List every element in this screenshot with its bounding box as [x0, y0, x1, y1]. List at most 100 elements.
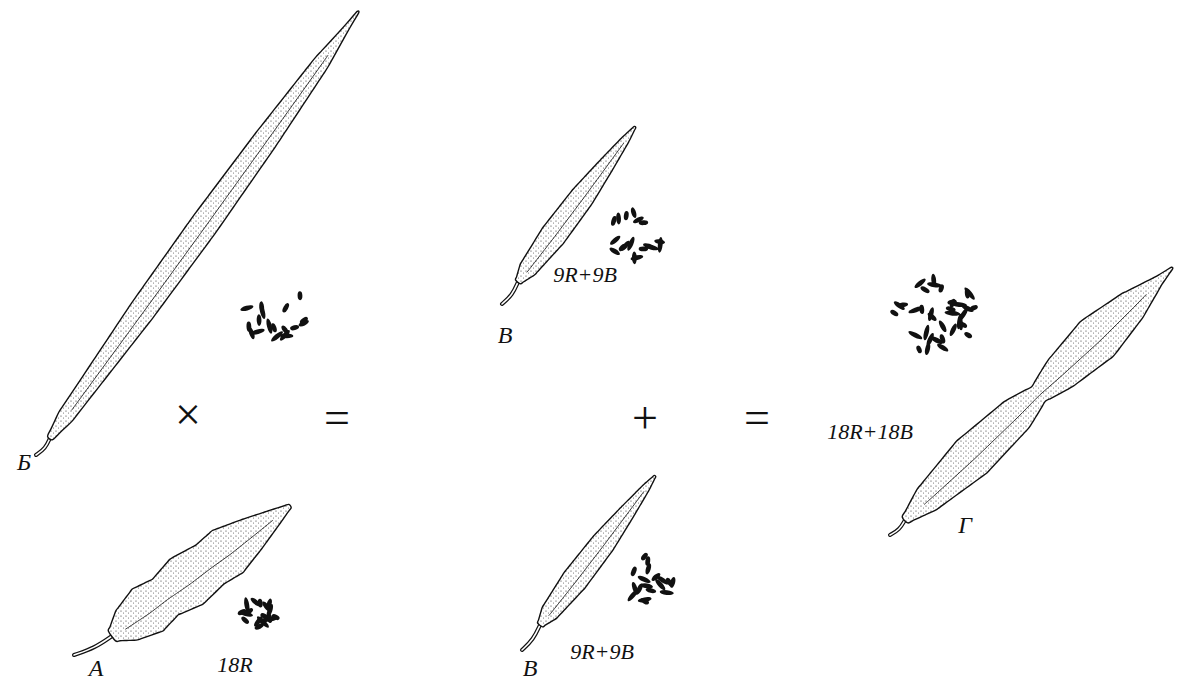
- chromosome: [947, 299, 957, 305]
- chromosome: [913, 277, 927, 289]
- chromosome: [639, 220, 649, 225]
- chromosome: [893, 300, 906, 311]
- pod-body: [108, 504, 291, 641]
- chromosome: [945, 306, 956, 313]
- chromosome-formula: 9R+9B: [570, 641, 634, 663]
- chromosome-formula: 18R+18B: [827, 421, 913, 443]
- seed-pod: [36, 11, 359, 455]
- chromosome: [626, 588, 639, 602]
- chromosome: [907, 329, 923, 340]
- chromosome: [659, 589, 674, 595]
- chromosome: [290, 324, 300, 331]
- chromosome-set: [608, 207, 665, 265]
- chromosome: [963, 331, 973, 340]
- chromosome: [265, 318, 273, 334]
- pod-body: [515, 126, 635, 283]
- pod-stalk: [74, 636, 112, 655]
- pod-letter: Г: [958, 513, 972, 537]
- chromosome: [250, 327, 265, 335]
- chromosome-set: [240, 291, 310, 343]
- pod-stalk: [502, 282, 518, 304]
- chromosome: [640, 583, 653, 590]
- pod-body: [902, 267, 1173, 523]
- chromosome: [623, 211, 629, 221]
- pod-stalk: [36, 438, 50, 455]
- pod-letter: В: [523, 656, 538, 680]
- chromosome: [297, 291, 302, 300]
- chromosome: [939, 334, 947, 345]
- chromosome: [908, 305, 924, 315]
- chromosome: [240, 304, 254, 312]
- pod-stalk: [502, 282, 518, 304]
- chromosome: [281, 302, 290, 313]
- pod-body: [537, 475, 655, 627]
- chromosome: [267, 614, 273, 624]
- cross-sign: ×: [175, 392, 201, 438]
- chromosome: [958, 320, 969, 329]
- equals-sign: =: [324, 395, 350, 441]
- chromosome: [258, 304, 266, 319]
- equals-sign: =: [744, 395, 770, 441]
- pod-stalk: [522, 625, 540, 650]
- chromosome: [938, 284, 945, 293]
- chromosome-set: [626, 552, 676, 606]
- chromosome: [240, 615, 250, 625]
- seed-pod: [890, 267, 1173, 535]
- chromosome: [640, 597, 650, 606]
- chromosome: [246, 322, 251, 332]
- chromosome: [265, 598, 273, 610]
- seed-pod: [522, 475, 656, 650]
- pod-letter: В: [498, 323, 513, 347]
- chromosome: [657, 237, 663, 253]
- chromosome: [889, 309, 899, 318]
- chromosome-formula: 18R: [217, 654, 252, 676]
- chromosome: [960, 303, 974, 313]
- pod-stalk: [522, 625, 540, 650]
- chromosome: [936, 342, 949, 353]
- pod-septum: [924, 294, 1146, 504]
- plus-sign: +: [632, 395, 658, 441]
- chromosome: [616, 212, 621, 224]
- chromosome-set: [889, 274, 978, 356]
- chromosome: [630, 207, 638, 219]
- chromosome-formula: 9R+9B: [553, 264, 617, 286]
- pod-septum: [125, 520, 273, 629]
- chromosome: [948, 323, 958, 337]
- chromosome: [609, 234, 622, 246]
- chromosome: [639, 247, 648, 252]
- chromosome: [253, 615, 265, 628]
- chromosome: [919, 285, 930, 294]
- chromosome: [630, 566, 638, 577]
- chromosome: [926, 311, 938, 322]
- chromosome: [626, 236, 636, 252]
- pod-stalk: [36, 438, 50, 455]
- chromosome: [256, 314, 261, 326]
- pod-septum: [527, 143, 624, 272]
- chromosome: [278, 329, 291, 342]
- pod-stalk: [890, 520, 905, 535]
- chromosome: [298, 319, 310, 328]
- chromosome: [964, 289, 970, 299]
- pod-stalk: [74, 636, 112, 655]
- chromosome: [632, 251, 637, 264]
- pod-stalk: [890, 520, 905, 535]
- pod-septum: [549, 491, 644, 615]
- chromosome: [608, 246, 621, 256]
- chromosome: [243, 607, 254, 617]
- pod-letter: А: [89, 656, 104, 680]
- chromosome: [257, 598, 263, 607]
- chromosome: [665, 577, 674, 588]
- seed-pod: [502, 126, 636, 304]
- chromosome: [645, 556, 651, 566]
- pod-letter: Б: [17, 450, 31, 474]
- chromosome: [915, 345, 922, 354]
- seed-pod: [74, 504, 291, 655]
- pod-septum: [72, 55, 328, 410]
- chromosome: [925, 332, 935, 347]
- pod-body: [48, 11, 359, 440]
- chromosome: [937, 319, 948, 333]
- chromosome: [637, 574, 652, 584]
- chromosome-set: [237, 596, 281, 631]
